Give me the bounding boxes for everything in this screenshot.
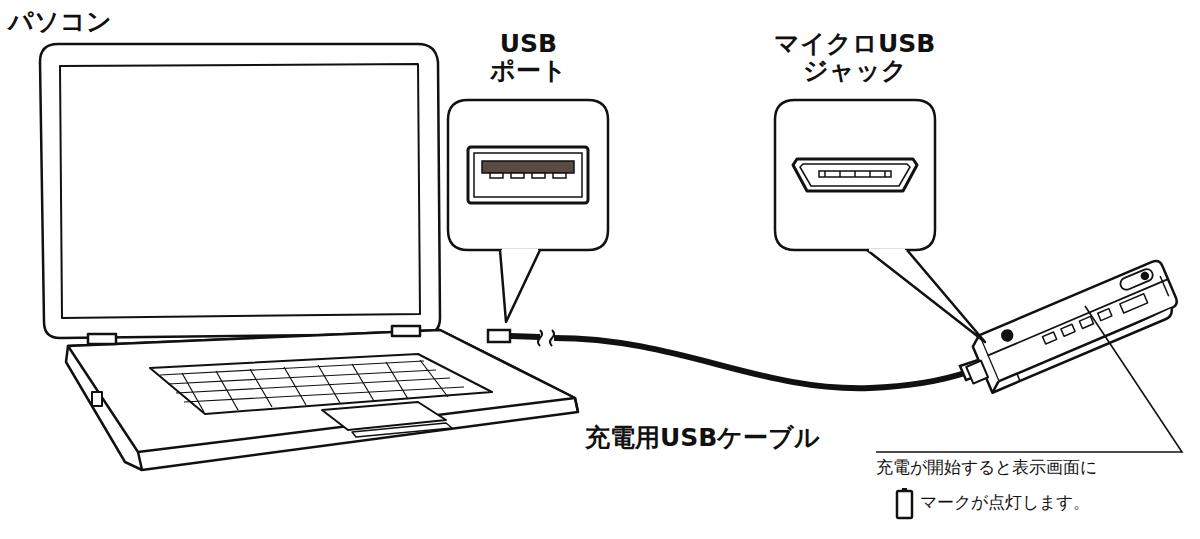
bubble-tail (867, 250, 985, 342)
micro-usb-pin (869, 171, 871, 177)
usb-port (468, 147, 588, 203)
keyboard-keys (160, 360, 464, 412)
bubble-tail (500, 250, 540, 322)
bubble-box (775, 100, 935, 250)
micro-usb-tongue (819, 171, 891, 177)
bubble-tail-mask (867, 249, 985, 343)
bubble-box (448, 100, 608, 250)
usb-tongue (482, 161, 574, 173)
bubble-seam (502, 249, 538, 252)
callout-bubble: USB ポート (440, 30, 616, 255)
note-text: マークが点灯します。 (920, 493, 1090, 512)
bubble-seam (869, 249, 905, 252)
bubble-tail-mask (500, 249, 540, 323)
usb-pin (490, 173, 503, 178)
cable-label: 充電用USBケーブル (585, 424, 820, 452)
battery-icon (897, 488, 912, 518)
usb-cable (488, 330, 990, 388)
note-text: 充電が開始すると表示画面に (876, 458, 1097, 477)
micro-usb-pin (824, 171, 826, 177)
usb-pin (553, 173, 566, 178)
micro-usb-pin (884, 171, 886, 177)
leader-line (876, 306, 1182, 452)
usb-port-inner (474, 153, 582, 197)
usb-pin (511, 173, 524, 178)
callout-heading: マイクロUSB ジャック (774, 30, 935, 84)
usb-pin (532, 173, 545, 178)
micro-usb-pin (854, 171, 856, 177)
callout-bubble: マイクロUSB ジャック (767, 30, 943, 255)
micro-usb-inner (800, 164, 910, 186)
recorder-device (957, 259, 1182, 398)
callout-heading: USB ポート (490, 30, 567, 84)
micro-usb-jack (793, 159, 917, 191)
device-label: パソコン (8, 8, 112, 36)
micro-usb-pin (839, 171, 841, 177)
